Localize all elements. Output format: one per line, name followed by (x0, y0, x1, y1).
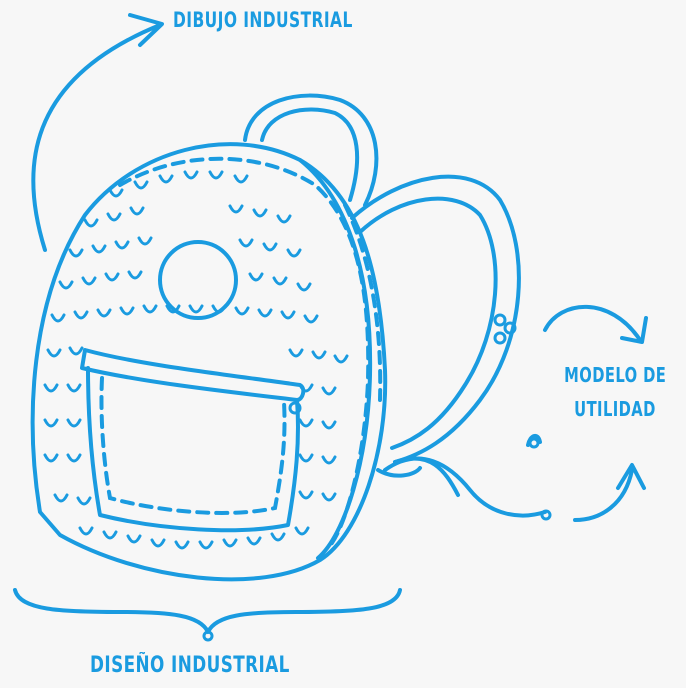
label-modelo-line1: MODELO DE (564, 363, 667, 387)
label-modelo-utilidad: MODELO DE UTILIDAD (564, 358, 666, 426)
strap-button (493, 313, 507, 327)
lower-strap (383, 456, 547, 518)
zipper-line (118, 156, 371, 550)
handle-loop (243, 93, 379, 207)
scale-pattern (43, 170, 349, 550)
round-badge (158, 240, 238, 320)
backpack-illustration (30, 93, 547, 582)
label-diseno-industrial: DISEÑO INDUSTRIAL (90, 653, 290, 678)
front-pocket (80, 348, 306, 402)
label-modelo-line2: UTILIDAD (574, 397, 656, 421)
label-dibujo-industrial: DIBUJO INDUSTRIAL (173, 8, 353, 32)
zipper-pull (288, 401, 302, 415)
shoulder-strap (350, 174, 521, 464)
backpack-body (30, 142, 388, 582)
curly-brace (13, 588, 402, 642)
arrow-to-dibujo-industrial (31, 13, 164, 252)
arrows-to-modelo-utilidad (526, 304, 648, 522)
